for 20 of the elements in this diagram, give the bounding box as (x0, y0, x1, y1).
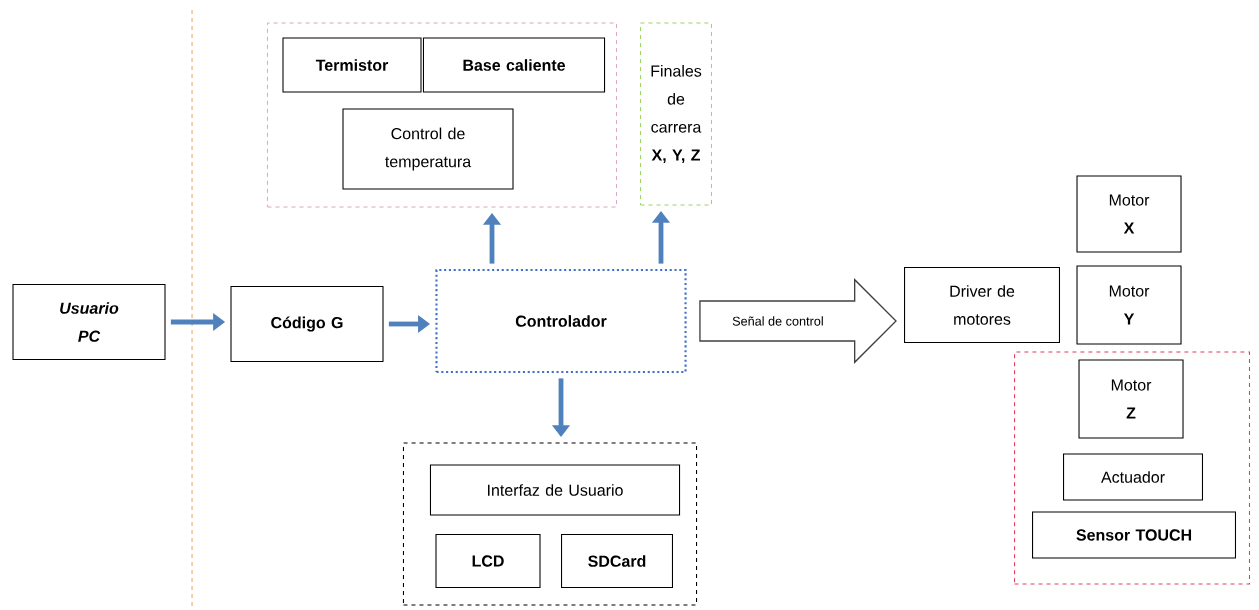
process-box: Control de temperatura (342, 108, 514, 190)
component-box: Base caliente (422, 37, 606, 93)
motor-box: Motor Z (1078, 359, 1184, 439)
component-box: LCD (435, 533, 541, 589)
component-box: Sensor TOUCH (1032, 511, 1236, 559)
process-box: Código G (230, 286, 384, 362)
motor-box: Motor Y (1076, 265, 1182, 345)
component-box: Termistor (282, 37, 422, 93)
dashed-group-box (267, 22, 617, 208)
dashed-group-box (1014, 351, 1250, 585)
component-box: Interfaz de Usuario (429, 464, 681, 516)
component-box: SDCard (561, 533, 673, 589)
process-box: Driver de motores (904, 267, 1060, 343)
controller-box: Controlador (435, 268, 687, 374)
dashed-group-box: Finales de carrera X, Y, Z (640, 22, 712, 206)
edge-label: Señal de control (730, 315, 826, 327)
motor-box: Motor X (1076, 175, 1182, 253)
dashed-group-box (402, 442, 698, 606)
component-box: Actuador (1063, 453, 1203, 501)
input-box: Usuario PC (12, 284, 166, 360)
